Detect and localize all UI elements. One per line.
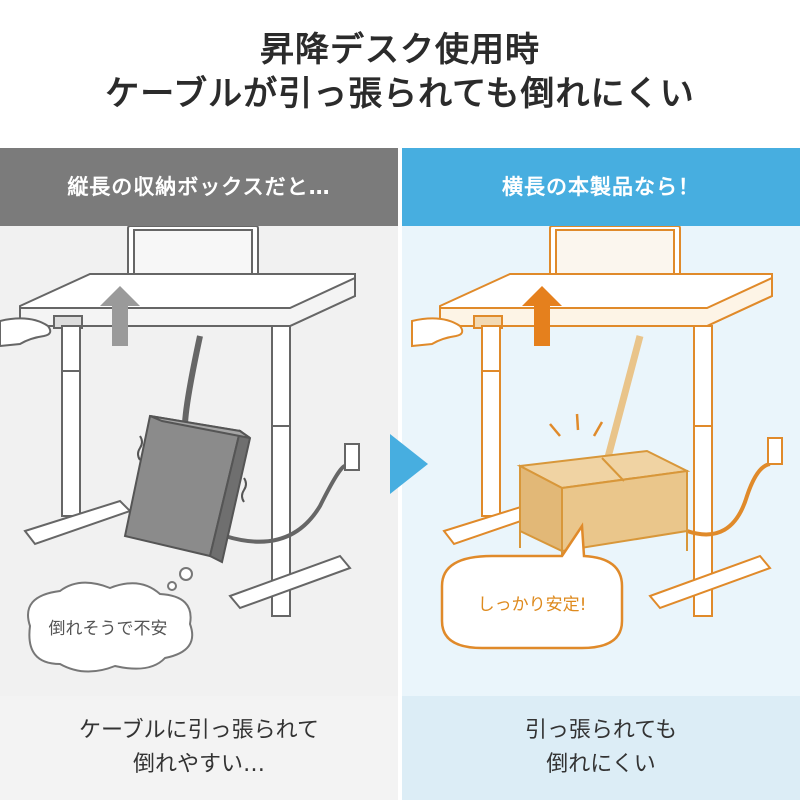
horizontal-box-illustration	[516, 449, 691, 571]
outlet-icon	[344, 443, 360, 471]
shake-marks	[137, 435, 247, 503]
headline-line-1: 昇降デスク使用時	[260, 30, 540, 70]
left-caption-line-2: 倒れやすい…	[132, 752, 265, 777]
right-illustration: しっかり安定!	[402, 226, 800, 696]
stable-bubble	[440, 522, 624, 650]
vertical-box-illustration	[123, 414, 252, 564]
desk-illustration	[19, 273, 356, 617]
right-banner: 横長の本製品なら！	[402, 148, 800, 226]
cable-illustration	[182, 335, 203, 427]
comparison-panel-vertical-box: 縦長の収納ボックスだと…	[0, 148, 398, 800]
right-caption-line-1: 引っ張られても	[524, 718, 678, 743]
stable-bubble-text: しっかり安定!	[478, 595, 587, 615]
left-illustration: 倒れそうで不安	[0, 226, 398, 696]
outlet-icon	[767, 437, 783, 465]
right-caption-line-2: 倒れにくい	[546, 752, 656, 777]
left-caption: ケーブルに引っ張られて 倒れやすい…	[0, 696, 398, 800]
left-caption-line-1: ケーブルに引っ張られて	[78, 718, 320, 743]
hand-illustration	[411, 317, 464, 348]
impact-marks	[549, 413, 604, 437]
headline: 昇降デスク使用時 ケーブルが引っ張られても倒れにくい	[0, 0, 800, 148]
hand-illustration	[0, 317, 52, 348]
up-arrow-icon	[100, 286, 140, 346]
play-arrow-icon	[390, 434, 428, 494]
right-caption: 引っ張られても 倒れにくい	[402, 696, 800, 800]
worry-bubble	[27, 567, 194, 673]
up-arrow-icon	[522, 286, 562, 346]
worry-bubble-text: 倒れそうで不安	[49, 619, 168, 639]
headline-line-2: ケーブルが引っ張られても倒れにくい	[105, 74, 695, 114]
comparison-panel-horizontal-box: 横長の本製品なら！	[402, 148, 800, 800]
cable-illustration	[603, 335, 644, 462]
left-banner: 縦長の収納ボックスだと…	[0, 148, 398, 226]
